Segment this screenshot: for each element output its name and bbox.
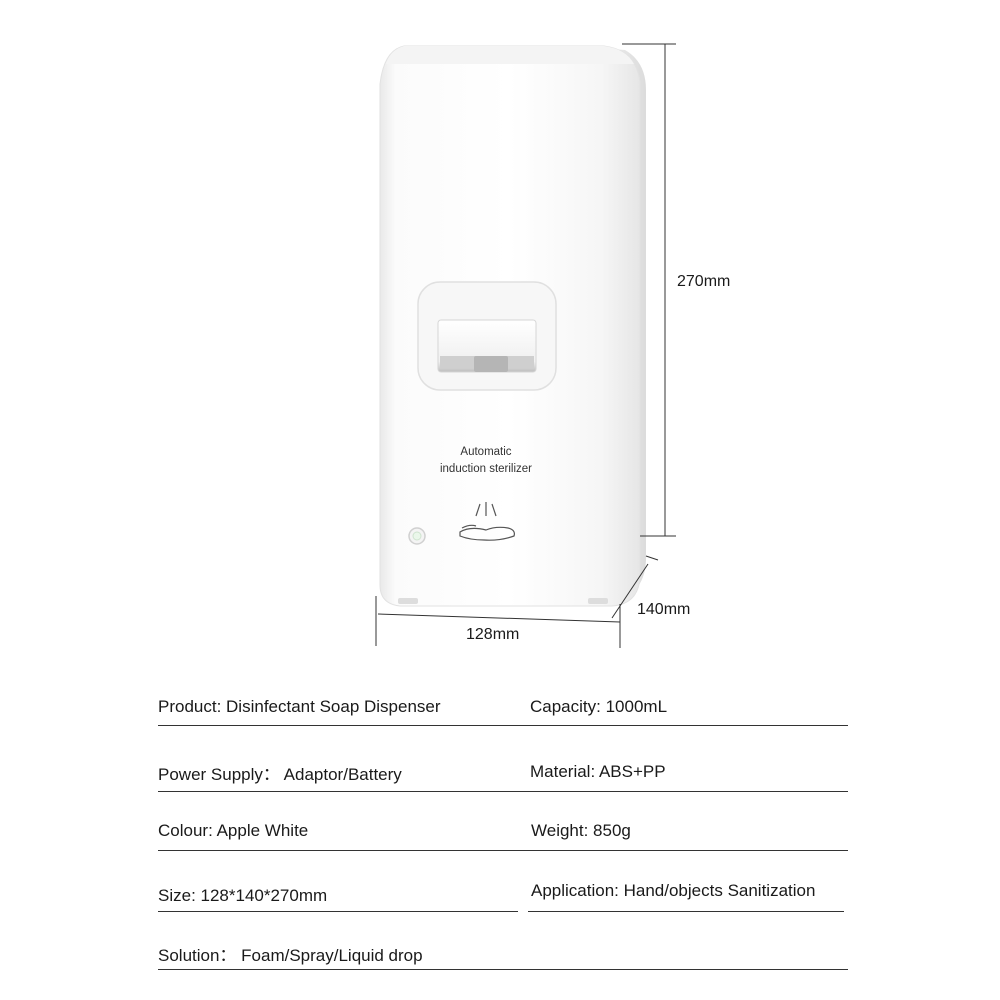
product-figure: Automatic induction sterilizer bbox=[375, 43, 676, 648]
device-label-line2: induction sterilizer bbox=[440, 463, 532, 475]
spec-row-2: Power Supply： Adaptor/Battery Material: … bbox=[158, 732, 848, 792]
height-label: 270mm bbox=[677, 273, 731, 290]
spec-power-supply: Power Supply： Adaptor/Battery bbox=[158, 765, 402, 784]
spec-colour: Colour: Apple White bbox=[158, 821, 309, 840]
spec-row-5: Solution： Foam/Spray/Liquid drop bbox=[158, 910, 848, 970]
spec-row-3: Colour: Apple White Weight: 850g bbox=[158, 791, 848, 851]
device-label-line1: Automatic bbox=[460, 446, 511, 458]
spec-capacity: Capacity: 1000mL bbox=[530, 697, 668, 716]
spec-divider bbox=[158, 911, 518, 912]
sensor-indicator bbox=[408, 527, 426, 545]
spec-product: Product: Disinfectant Soap Dispenser bbox=[158, 697, 441, 716]
hand-spray-icon bbox=[459, 502, 515, 541]
spec-divider bbox=[158, 725, 848, 726]
dimension-lines bbox=[375, 43, 676, 648]
width-label: 128mm bbox=[466, 626, 520, 643]
spec-divider bbox=[158, 791, 848, 792]
spec-solution: Solution： Foam/Spray/Liquid drop bbox=[158, 946, 423, 965]
spec-row-4: Size: 128*140*270mm Application: Hand/ob… bbox=[158, 852, 848, 912]
spec-application: Application: Hand/objects Sanitization bbox=[531, 881, 816, 900]
spec-weight: Weight: 850g bbox=[531, 821, 631, 840]
spec-size: Size: 128*140*270mm bbox=[158, 886, 328, 905]
spec-divider bbox=[158, 969, 848, 970]
dispensing-window bbox=[417, 281, 557, 391]
spec-material: Material: ABS+PP bbox=[530, 762, 666, 781]
spec-divider bbox=[158, 850, 848, 851]
spec-divider bbox=[528, 911, 844, 912]
depth-label: 140mm bbox=[637, 601, 691, 618]
spec-row-1: Product: Disinfectant Soap Dispenser Cap… bbox=[158, 666, 848, 726]
